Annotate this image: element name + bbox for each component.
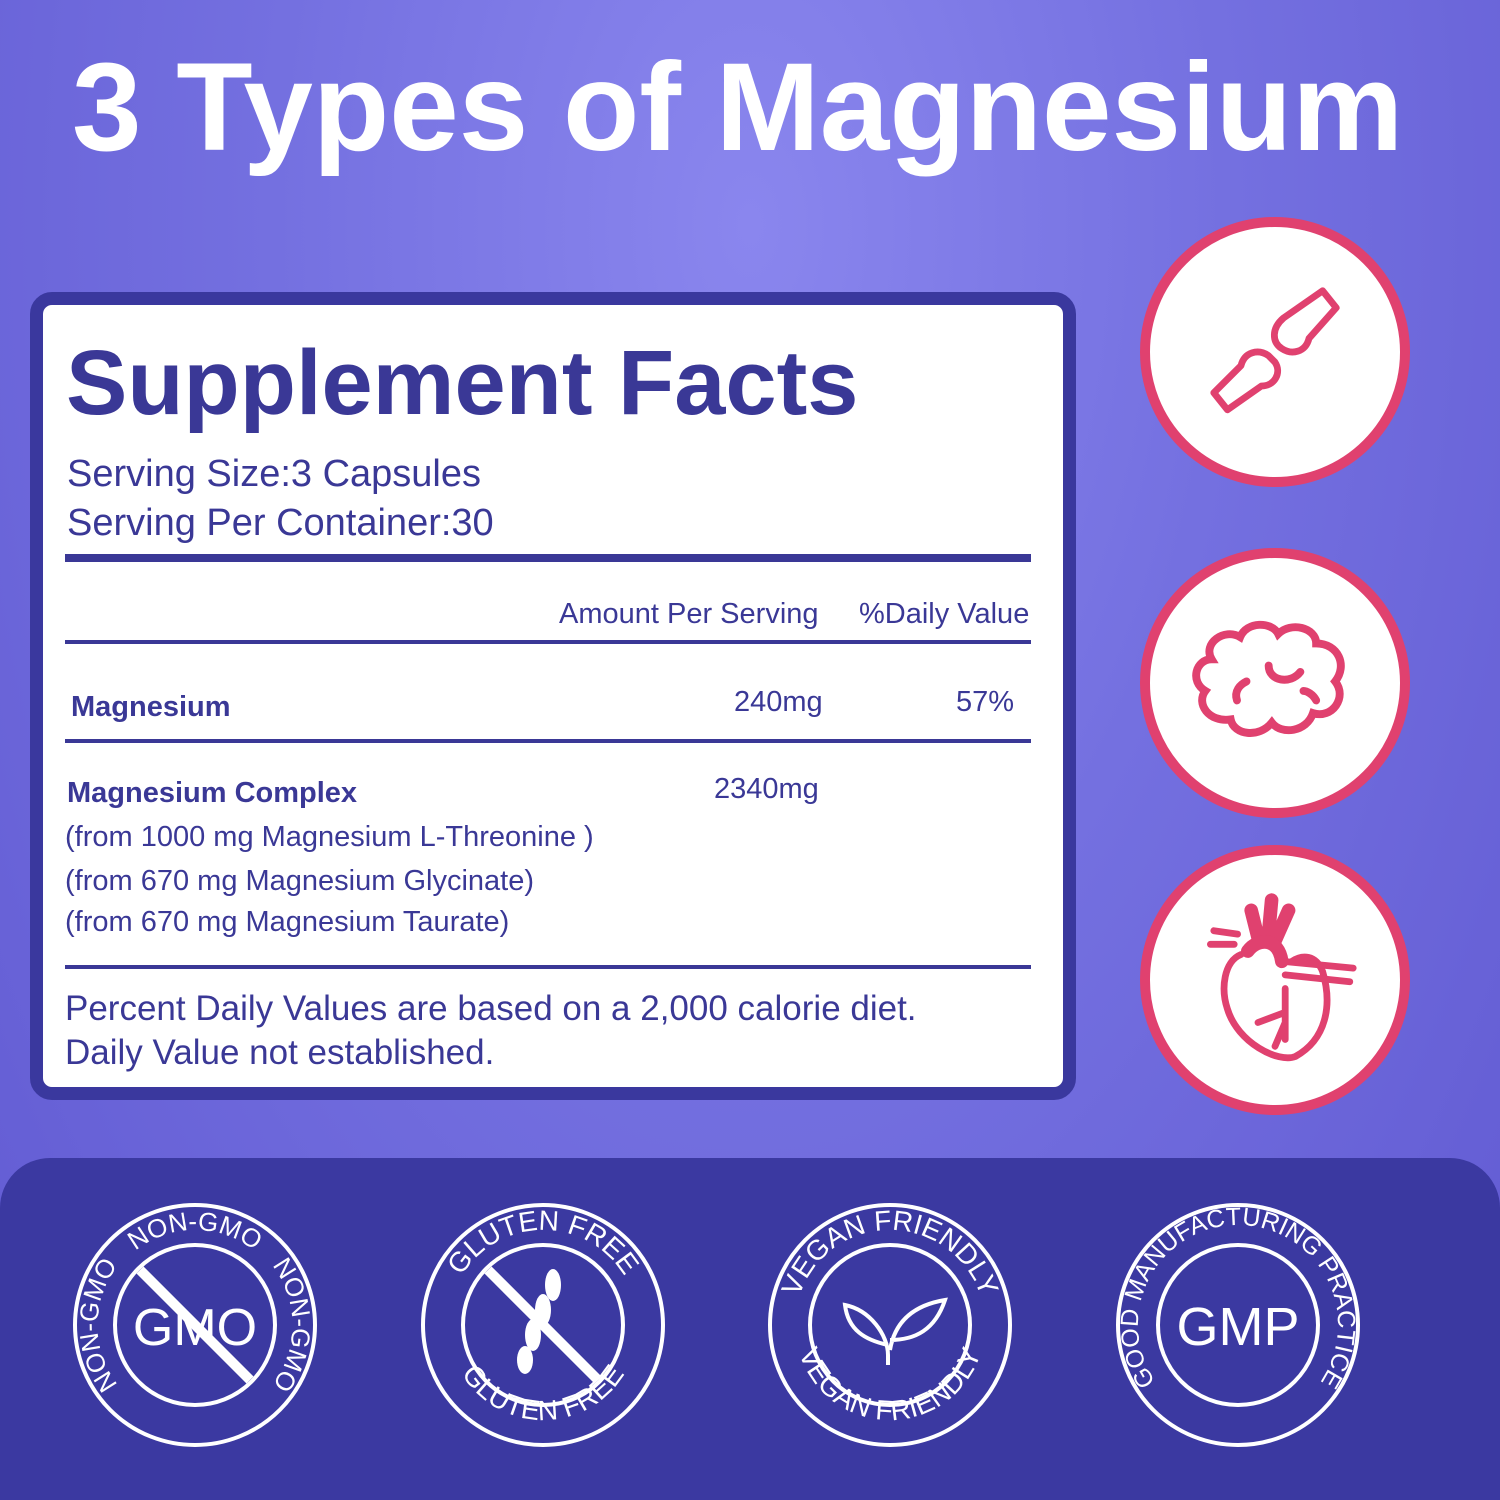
brain-icon — [1140, 548, 1410, 818]
divider — [65, 640, 1031, 644]
footnote: Daily Value not established. — [65, 1033, 495, 1072]
certification-band — [0, 1158, 1500, 1500]
nutrient-amount: 240mg — [734, 686, 823, 718]
dv-header: %Daily Value — [859, 598, 1030, 630]
divider — [65, 965, 1031, 969]
nutrient-name: Magnesium — [71, 691, 231, 723]
facts-heading: Supplement Facts — [66, 332, 859, 434]
supplement-facts-panel: Supplement Facts Serving Size:3 Capsules… — [30, 292, 1076, 1100]
heart-icon — [1140, 845, 1410, 1115]
servings-per-container: Serving Per Container:30 — [67, 502, 494, 544]
source-line: (from 670 mg Magnesium Glycinate) — [65, 865, 534, 897]
footnote: Percent Daily Values are based on a 2,00… — [65, 989, 917, 1028]
nutrient-dv: 57% — [956, 686, 1015, 718]
amount-header: Amount Per Serving — [559, 598, 819, 630]
nutrient-name: Magnesium Complex — [67, 777, 358, 809]
divider — [65, 739, 1031, 743]
nutrient-amount: 2340mg — [714, 773, 819, 805]
source-line: (from 1000 mg Magnesium L-Threonine ) — [65, 821, 594, 853]
source-line: (from 670 mg Magnesium Taurate) — [65, 906, 510, 938]
joint-icon — [1140, 217, 1410, 487]
page-title: 3 Types of Magnesium — [72, 38, 1404, 177]
serving-size: Serving Size:3 Capsules — [67, 453, 481, 495]
divider — [65, 554, 1031, 562]
